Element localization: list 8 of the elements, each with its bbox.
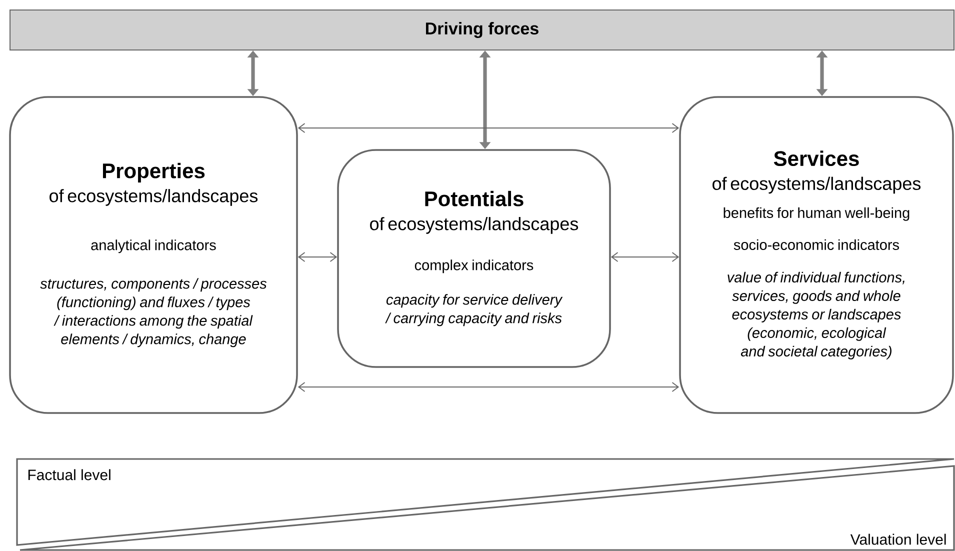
double-arrow	[298, 382, 680, 392]
rounded-box: Potentials of ecosystems/landscapes complex indicators capacity for service delivery / carrying capacity and risks	[337, 149, 611, 368]
rounded-box: Properties of ecosystems/landscapes analytical indicators structures, components / processes (functioning) and fluxes / types / interactions among the spatial elements / dynamics, change	[9, 96, 298, 414]
double-arrow	[298, 252, 338, 262]
rounded-box: Services of ecosystems/landscapes benefits for human well-being socio-economic indicators value of individual functions, services, goods and whole ecosystems or landscapes (economic, ecological and societal categories)	[679, 96, 954, 414]
double-arrow	[298, 123, 680, 133]
driving-forces-bar: Driving forces	[10, 10, 954, 50]
double-arrow	[610, 252, 680, 262]
